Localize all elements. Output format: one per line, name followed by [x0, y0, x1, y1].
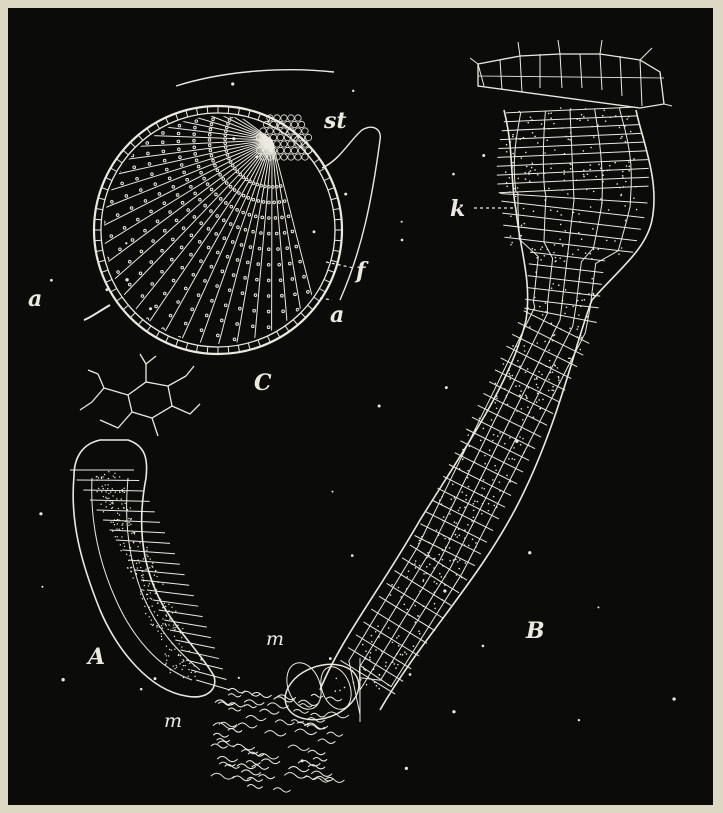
- spermatozoid-cloud: [211, 688, 349, 792]
- label-m-a: m: [164, 712, 182, 731]
- label-figure-c: C: [254, 372, 272, 394]
- leader-lines: [320, 208, 516, 300]
- label-m-b: m: [266, 630, 284, 649]
- label-st: st: [324, 110, 347, 132]
- figure-b-filament: [277, 40, 672, 729]
- label-figure-b: B: [526, 620, 545, 642]
- background-specks: [39, 82, 675, 770]
- label-figure-a: A: [88, 646, 105, 668]
- figure-c-sporangium: [12, 8, 380, 400]
- label-k: k: [450, 198, 465, 220]
- label-f: f: [356, 260, 365, 282]
- label-a-left: a: [28, 288, 42, 310]
- label-a-right: a: [330, 304, 344, 326]
- plate-drawing: [8, 8, 713, 805]
- botanical-plate: st k f a a C A B m m: [8, 8, 713, 805]
